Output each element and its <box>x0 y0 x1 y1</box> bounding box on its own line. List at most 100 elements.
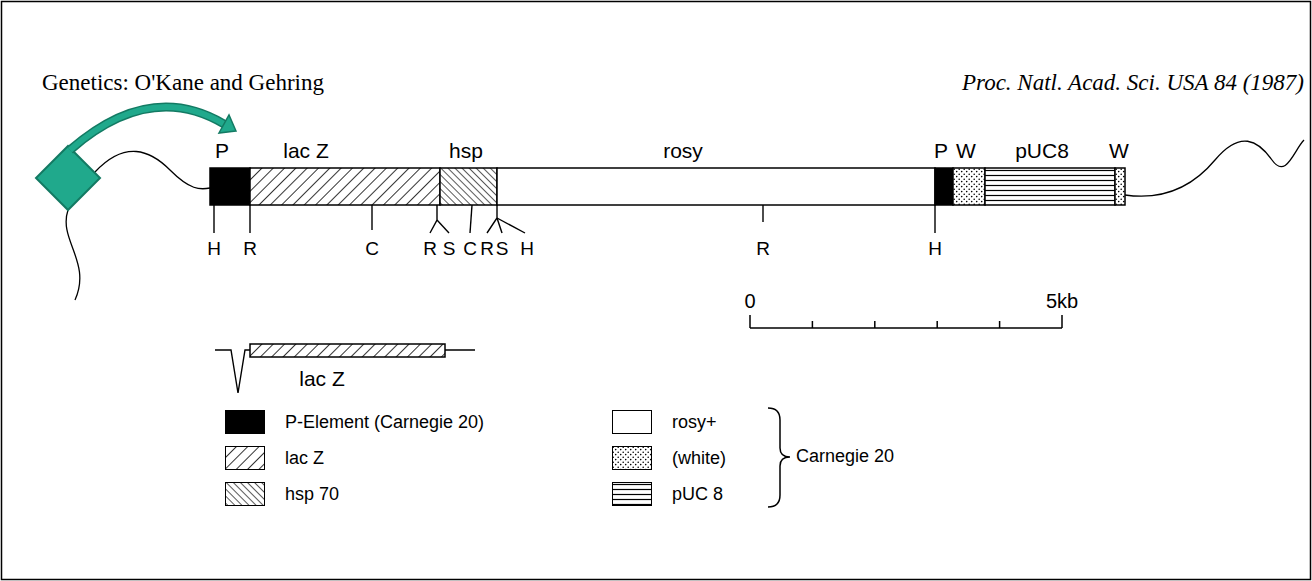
insertion-arrowhead <box>219 115 236 133</box>
segment-shape <box>440 168 497 205</box>
restriction-site: H <box>207 238 221 260</box>
map-segment: lac Z <box>250 168 440 205</box>
segment-shape <box>985 168 1115 205</box>
restriction-site: R <box>480 238 494 260</box>
legend-entry: P-Element (Carnegie 20) <box>225 410 484 434</box>
swatch-fill <box>225 446 265 470</box>
restriction-site: R <box>423 238 437 260</box>
segment-shape <box>250 168 440 205</box>
site-tick <box>437 220 449 233</box>
insertion-arrow <box>70 107 224 150</box>
segment-fill <box>497 168 935 205</box>
legend-swatch <box>612 410 652 434</box>
transcript-box: lac Z <box>250 344 445 357</box>
swatch-fill <box>225 482 265 506</box>
restriction-site: H <box>928 238 942 260</box>
restriction-site: S <box>496 238 509 260</box>
segment-label: pUC8 <box>1015 139 1069 163</box>
restriction-site: H <box>520 238 534 260</box>
restriction-site: C <box>463 238 477 260</box>
segment-fill <box>985 168 1115 205</box>
restriction-site: R <box>756 238 770 260</box>
site-tick <box>430 205 437 233</box>
legend-swatch <box>225 482 265 506</box>
restriction-site: C <box>365 238 379 260</box>
segment-shape <box>210 168 250 205</box>
legend-swatch <box>612 482 652 506</box>
running-head: Proc. Natl. Acad. Sci. USA 84 (1987) <box>962 70 1304 96</box>
segment-label: hsp <box>449 139 483 163</box>
map-segment: W <box>953 168 985 205</box>
legend-swatch <box>225 446 265 470</box>
legend-label: pUC 8 <box>672 484 723 505</box>
site-tick <box>470 205 472 233</box>
legend-entry: (white) <box>612 446 726 470</box>
swatch-fill <box>612 446 652 470</box>
segment-label: P <box>934 139 948 163</box>
legend-label: rosy+ <box>672 412 717 433</box>
legend-entry: pUC 8 <box>612 482 723 506</box>
scale-tick <box>936 321 938 328</box>
segment-fill <box>250 344 445 357</box>
swatch-pattern <box>612 482 652 506</box>
map-segment: rosy <box>497 168 935 205</box>
swatch-pattern <box>225 482 265 506</box>
segment-fill <box>953 168 985 205</box>
segment-fill <box>210 168 250 205</box>
restriction-ticks <box>214 205 935 233</box>
segment-fill <box>440 168 497 205</box>
scale-tick <box>749 315 751 328</box>
map-segment: pUC8 <box>985 168 1115 205</box>
brace-label: Carnegie 20 <box>796 446 894 467</box>
site-tick <box>762 205 763 222</box>
segment-label: P <box>215 139 229 163</box>
site-tick <box>249 205 250 233</box>
running-head: Genetics: O'Kane and Gehring <box>42 70 324 96</box>
swatch-pattern <box>612 446 652 470</box>
transcript-label: lac Z <box>299 367 345 391</box>
segment-fill <box>250 168 440 205</box>
flanking-dna <box>1125 140 1304 196</box>
site-tick <box>487 205 497 233</box>
legend-entry: rosy+ <box>612 410 717 434</box>
segment-fill <box>1115 168 1125 205</box>
segment-shape <box>935 168 953 205</box>
restriction-site: S <box>443 238 456 260</box>
segment-label: W <box>956 139 976 163</box>
segment-shape <box>497 168 935 205</box>
map-segment: P <box>935 168 953 205</box>
legend-brace <box>768 408 790 507</box>
segment-label: W <box>1109 139 1129 163</box>
flanking-dna <box>95 151 210 188</box>
legend-entry: lac Z <box>225 446 324 470</box>
segment-shape <box>250 344 445 357</box>
legend-label: P-Element (Carnegie 20) <box>285 412 484 433</box>
enhancer-diamond <box>36 146 100 210</box>
segment-fill <box>935 168 953 205</box>
site-tick <box>934 205 935 233</box>
scale-line <box>750 327 1062 329</box>
site-tick <box>371 205 372 230</box>
scale-label: 5kb <box>1046 290 1078 313</box>
segment-shape <box>953 168 985 205</box>
legend-swatch <box>612 446 652 470</box>
legend-label: hsp 70 <box>285 484 339 505</box>
site-tick <box>497 218 525 233</box>
legend-entry: hsp 70 <box>225 482 339 506</box>
map-segment: W <box>1115 168 1125 205</box>
scale-bar <box>750 315 1062 328</box>
map-segment: P <box>210 168 250 205</box>
segment-shape <box>1115 168 1125 205</box>
scale-tick <box>1061 315 1063 328</box>
flanking-dna <box>66 210 80 300</box>
map-segment: hsp <box>440 168 497 205</box>
legend-label: lac Z <box>285 448 324 469</box>
swatch-pattern <box>225 446 265 470</box>
scale-label: 0 <box>744 290 755 313</box>
scale-tick <box>999 321 1001 328</box>
legend-label: (white) <box>672 448 726 469</box>
scale-tick <box>812 321 814 328</box>
site-tick <box>213 205 214 233</box>
segment-label: rosy <box>663 139 703 163</box>
